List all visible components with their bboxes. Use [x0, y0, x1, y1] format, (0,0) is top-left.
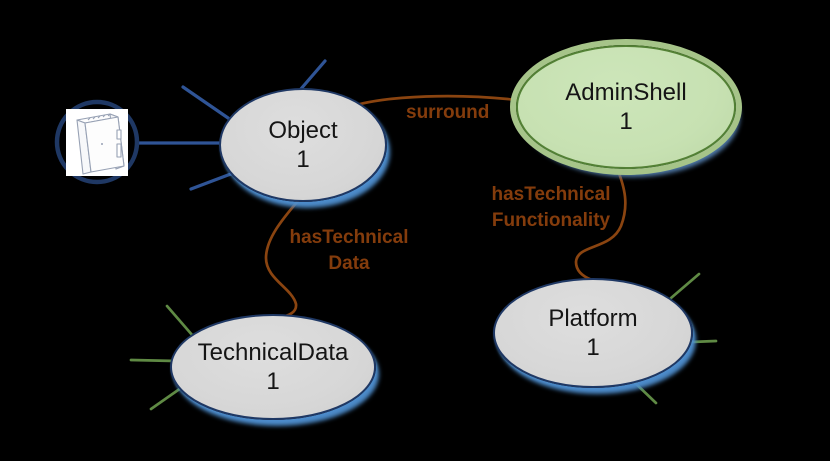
node-platform-label: Platform — [548, 304, 638, 332]
edge-surround-curve — [354, 94, 519, 107]
edge-label-hastechnicalfunctionality: hasTechnical Functionality — [483, 182, 619, 234]
platform-green-stub-lines — [631, 272, 718, 405]
edge-label-htd-line2: Data — [328, 253, 370, 274]
node-object-instance: 1 — [296, 146, 310, 173]
node-adminshell-label: AdminShell — [565, 78, 687, 106]
node-adminshell-instance: 1 — [619, 108, 633, 135]
device-circle-icon — [54, 99, 140, 185]
node-technicaldata-instance: 1 — [266, 368, 280, 395]
node-adminshell[interactable]: AdminShell 1 — [516, 45, 736, 169]
node-technicaldata[interactable]: TechnicalData 1 — [170, 314, 376, 420]
relation-curves — [264, 94, 627, 319]
edge-label-surround: surround — [406, 102, 490, 123]
node-object[interactable]: Object 1 — [219, 88, 387, 202]
edge-label-htd-line1: hasTechnical — [289, 227, 409, 248]
node-technicaldata-label: TechnicalData — [197, 338, 349, 366]
node-object-label: Object — [268, 116, 338, 144]
edge-label-htf-line1: hasTechnical — [491, 184, 611, 205]
edge-label-hastechnicaldata: hasTechnical Data — [286, 225, 412, 277]
edge-hastechnicalfunctionality-curve — [574, 166, 627, 282]
node-platform-instance: 1 — [586, 334, 600, 361]
object-blue-stub-lines — [137, 59, 327, 191]
edge-hastechnicaldata-curve — [264, 194, 304, 319]
technicaldata-green-stub-lines — [129, 304, 195, 411]
node-platform[interactable]: Platform 1 — [493, 278, 693, 388]
edge-label-htf-line2: Functionality — [491, 210, 611, 231]
